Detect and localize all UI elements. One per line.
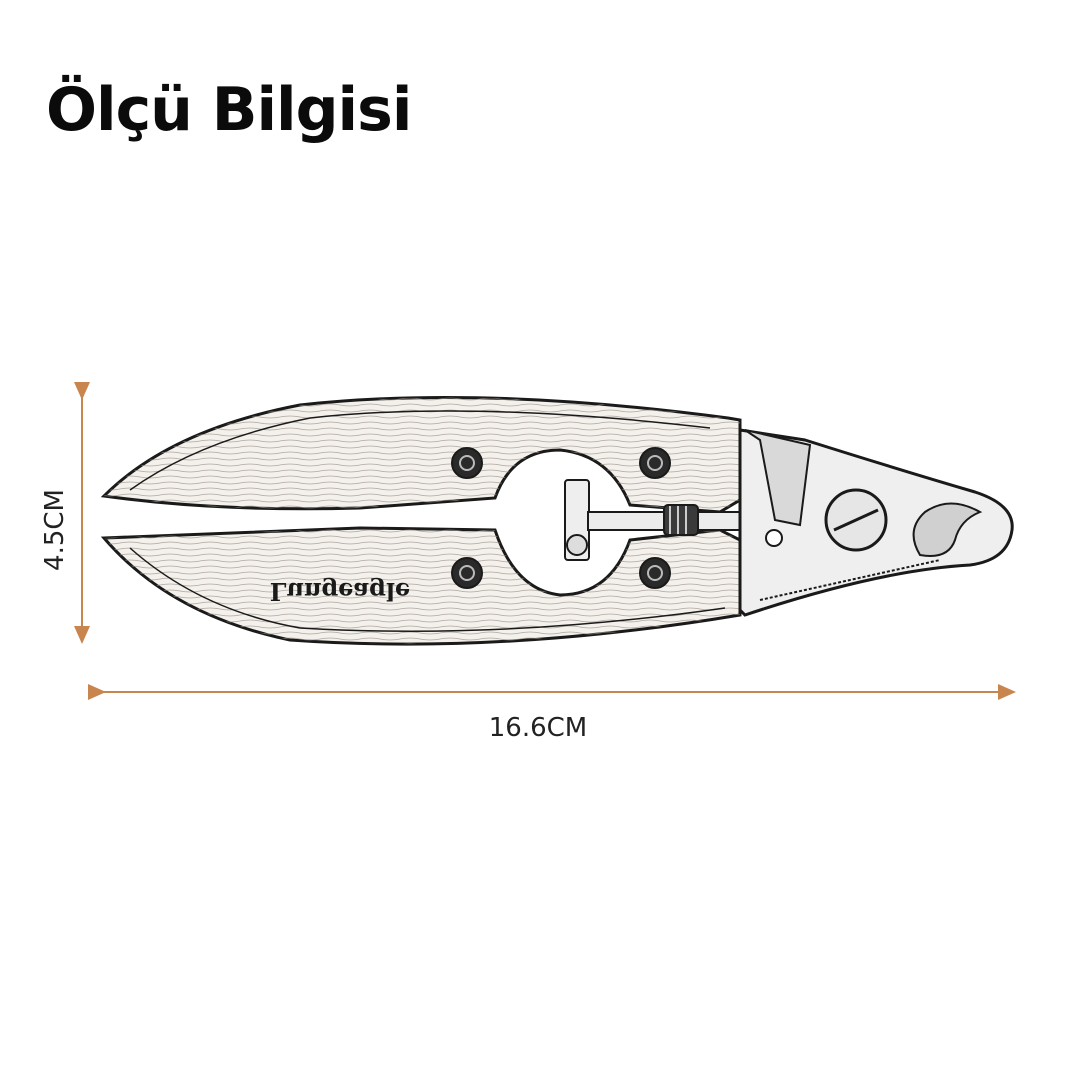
- screw-icon: [639, 447, 671, 479]
- width-label: 16.6CM: [488, 713, 588, 743]
- page-title: Ölçü Bilgisi: [46, 75, 412, 145]
- lower-handle: [100, 526, 742, 646]
- notch-icon: [912, 502, 983, 557]
- blade-head: [738, 428, 1014, 617]
- latch-mechanism: [564, 479, 774, 561]
- logo-icon: [566, 534, 588, 556]
- upper-handle: [100, 395, 742, 514]
- spring-icon: [663, 504, 699, 536]
- engraving-text: Lungeagle: [270, 577, 411, 606]
- height-label: 4.5CM: [40, 489, 70, 571]
- screw-icon: [639, 557, 671, 589]
- engraving: Lungeagle: [270, 577, 411, 606]
- screw-icon: [451, 557, 483, 589]
- screw-icon: [451, 447, 483, 479]
